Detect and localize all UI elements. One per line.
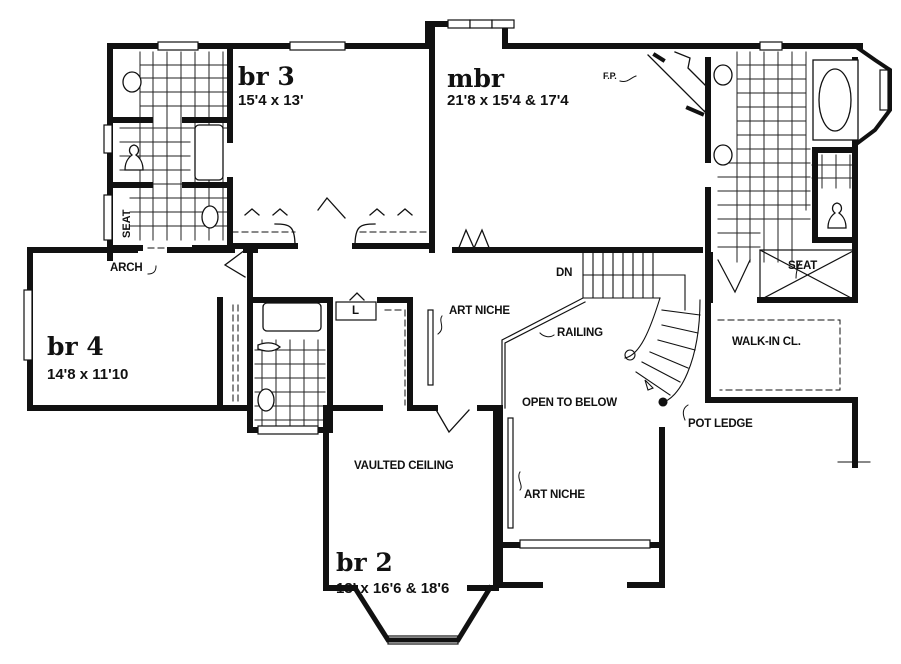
art-niche	[427, 309, 514, 529]
room-name-br3: br 3	[238, 62, 295, 91]
bay-window	[351, 584, 494, 643]
label-open-to-below: OPEN TO BELOW	[522, 397, 617, 409]
room-dims-mbr: 21'8 x 15'4 & 17'4	[447, 92, 569, 109]
staircase	[582, 251, 701, 407]
label-art-niche-upper: ART NICHE	[449, 305, 510, 317]
railing	[501, 297, 586, 409]
label-art-niche-lower: ART NICHE	[524, 489, 585, 501]
mbath-bay	[852, 43, 892, 148]
linen-closet	[335, 301, 377, 321]
label-seat-right: SEAT	[788, 260, 818, 272]
fireplace	[647, 51, 711, 117]
label-linen: L	[352, 305, 359, 317]
tile-grid	[119, 51, 856, 426]
label-seat-left: SEAT	[121, 209, 133, 238]
label-railing: RAILING	[557, 327, 603, 339]
windows	[23, 19, 889, 645]
closet-doors	[223, 196, 491, 434]
shower	[717, 249, 856, 301]
room-name-mbr: mbr	[447, 64, 505, 93]
room-dims-br4: 14'8 x 11'10	[47, 366, 129, 383]
walls	[27, 21, 863, 591]
room-name-br2: br 2	[336, 548, 393, 577]
closet-shelves	[147, 194, 841, 406]
room-name-br4: br 4	[47, 332, 104, 361]
label-fireplace: F.P.	[603, 71, 617, 81]
label-dn: DN	[556, 267, 573, 279]
label-vaulted-ceiling: VAULTED CEILING	[354, 460, 454, 472]
label-arch: ARCH	[110, 262, 143, 274]
leader-lines	[147, 75, 801, 491]
room-dims-br3: 15'4 x 13'	[238, 92, 304, 109]
label-pot-ledge: POT LEDGE	[688, 418, 753, 430]
room-dims-br2: 13' x 16'6 & 18'6	[336, 580, 450, 597]
label-walk-in-closet: WALK-IN CL.	[732, 336, 801, 348]
fixtures	[122, 59, 859, 412]
